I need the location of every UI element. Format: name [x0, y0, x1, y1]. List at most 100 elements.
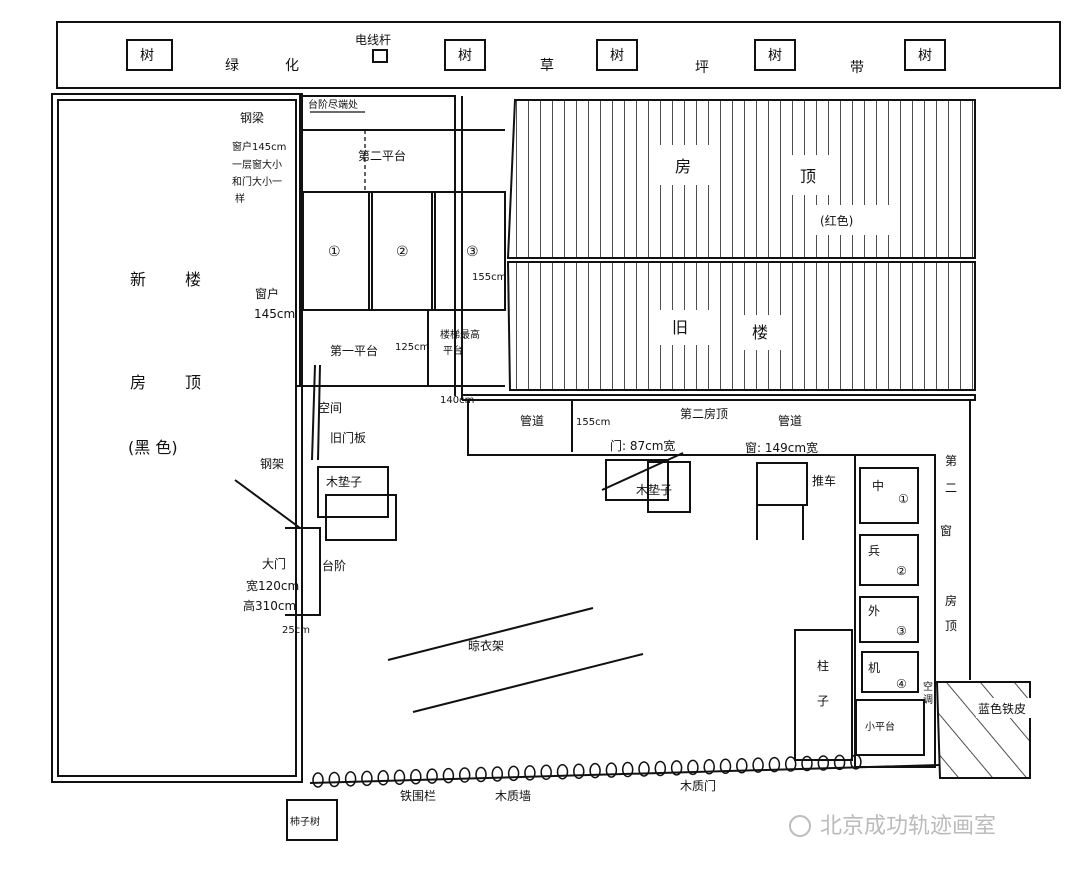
label: 窗户145cm	[232, 140, 286, 153]
label: 旧	[672, 318, 688, 337]
label: ④	[896, 677, 907, 691]
label: 窗: 149cm宽	[745, 440, 818, 455]
room-number: ①	[328, 244, 341, 260]
greenbelt-label: 化	[285, 58, 299, 74]
fence-ring	[328, 771, 341, 788]
fence-ring	[638, 761, 650, 777]
fence-ring	[589, 762, 601, 779]
fence-ring	[540, 764, 552, 781]
label: 房	[945, 593, 957, 608]
label: 中	[872, 478, 884, 493]
room-number: ③	[466, 244, 479, 260]
fence-ring	[801, 755, 813, 772]
fence-ring	[784, 756, 797, 772]
label: (红色)	[820, 213, 853, 228]
label: ②	[896, 564, 907, 578]
watermark: 北京成功轨迹画室	[820, 814, 996, 839]
tree-box	[286, 799, 338, 841]
label: 宽120cm	[246, 578, 299, 593]
label: 楼	[185, 270, 201, 289]
tree-label: 树	[140, 48, 154, 64]
fence-ring	[621, 761, 634, 778]
label: 空间	[318, 401, 342, 415]
fence-ring	[817, 755, 830, 771]
clothesline	[412, 653, 644, 713]
label: 柱	[817, 658, 829, 673]
label: 蓝色铁皮	[978, 702, 1026, 716]
pole-label: 电线杆	[355, 33, 391, 47]
label: 第	[945, 454, 957, 468]
label: 样	[235, 192, 245, 205]
old-building: 房 顶 (红色) 旧 楼	[506, 99, 976, 391]
label: 兵	[868, 544, 880, 558]
label: 木垫子	[636, 482, 672, 497]
utility-pole	[372, 49, 388, 63]
fence-ring	[393, 769, 406, 785]
fence-ring	[687, 759, 699, 776]
fence-ring	[556, 764, 569, 780]
fence-rings	[312, 754, 862, 788]
label: 晾衣架	[468, 638, 504, 653]
label: 窗	[940, 524, 952, 538]
label: 25cm	[282, 625, 310, 636]
label: 房	[675, 157, 691, 176]
fence-ring	[654, 760, 667, 777]
fence-ring	[458, 767, 471, 783]
steps-outline	[285, 527, 321, 616]
tree-label: 树	[918, 48, 932, 64]
greenbelt-label: 带	[850, 60, 864, 76]
label: 和门大小一	[232, 175, 282, 188]
fence-ring	[833, 754, 846, 771]
label: 小平台	[865, 720, 895, 733]
fence-ring	[475, 766, 487, 783]
fence-ring	[605, 762, 618, 778]
label: 第二平台	[358, 148, 406, 163]
label: 顶	[945, 619, 957, 633]
fence-ring	[670, 760, 683, 776]
label: 钢架	[260, 457, 284, 471]
label: 木质墙	[495, 789, 531, 803]
cart-icon	[756, 462, 808, 506]
tree-box	[904, 39, 946, 71]
label: (黑 色)	[128, 438, 178, 457]
tree-box	[444, 39, 486, 71]
label: 楼梯最高	[440, 328, 480, 341]
tree-label: 树	[458, 48, 472, 64]
wechat-icon	[789, 815, 811, 837]
fence-ring	[524, 765, 536, 781]
fence-ring	[768, 756, 781, 773]
greenbelt-label: 草	[540, 58, 554, 74]
label: 窗户	[255, 286, 279, 301]
label: 外	[868, 604, 880, 618]
tree-label: 树	[768, 48, 782, 64]
fence-ring	[377, 770, 389, 786]
greenbelt-strip: 树 树 树 树 树 绿 化 草 坪 带 电线杆	[56, 21, 1061, 89]
fence-ring	[361, 770, 373, 787]
label: 柿子树	[290, 815, 320, 828]
clothesline	[387, 607, 594, 661]
label: 管道	[520, 413, 544, 428]
label: 推车	[812, 473, 836, 488]
right-side: 中 ① 兵 ② 外 ③ 机 ④ 空 调 小平台 第 二 窗 房 顶 蓝色铁皮	[854, 400, 1046, 779]
room-number: ②	[396, 244, 409, 260]
label: 台阶尽端处	[308, 98, 358, 111]
label: 二	[945, 481, 957, 495]
label: 调	[923, 694, 933, 706]
fence-ring	[507, 765, 520, 782]
label: 大门	[262, 556, 286, 571]
fence-ring	[491, 766, 504, 782]
label: 台阶	[322, 558, 346, 573]
label: 155cm	[576, 417, 610, 428]
stairs-area: 台阶尽端处 第二平台 ① ② ③ 155cm 第一平台 125cm 楼梯最高 平…	[234, 95, 506, 616]
blue-sheet-area	[935, 681, 1031, 779]
new-building: 新 楼 房 顶 (黑 色) 钢梁 窗户145cm 一层窗大小 和门大小一 样 窗…	[51, 93, 310, 783]
fence-ring	[442, 767, 455, 784]
label: 145cm	[254, 307, 295, 321]
label: 第一平台	[330, 343, 378, 358]
label: 125cm	[395, 342, 429, 353]
label: ①	[898, 492, 909, 506]
pillar	[794, 629, 853, 761]
label: 铁围栏	[400, 788, 436, 803]
label: 顶	[800, 167, 816, 186]
